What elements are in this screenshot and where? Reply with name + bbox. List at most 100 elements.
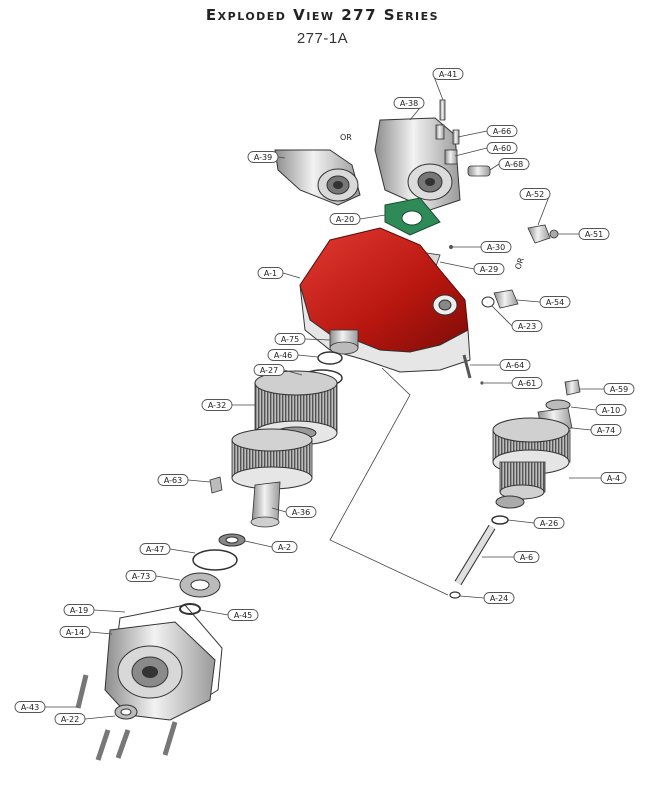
or-label-pump: OR (340, 133, 352, 142)
part-callout-a-45: A-45 (199, 609, 259, 621)
part-number-label: A-10 (602, 406, 620, 415)
part-callout-a-61: A-61 (484, 377, 543, 389)
leader-line (283, 369, 303, 376)
part-number-label: A-4 (607, 474, 620, 483)
pump-part-a39 (274, 149, 361, 206)
gear-shaft-a36 (231, 428, 313, 528)
callout-box (14, 701, 46, 713)
leader-line (155, 575, 181, 581)
cover-a14 (104, 604, 223, 721)
part-number-label: A-66 (493, 127, 511, 136)
callout-box (227, 609, 259, 621)
callout-box (600, 472, 627, 484)
part-number-label: A-20 (336, 215, 354, 224)
callout-box (271, 541, 298, 553)
callout-box (498, 158, 530, 170)
leader-line (537, 193, 551, 226)
callout-box (432, 68, 464, 80)
callout-box (511, 320, 543, 332)
callout-box (595, 404, 627, 416)
part-callout-a-32: A-32 (201, 399, 256, 411)
leader-line (297, 354, 319, 358)
part-number-label: A-61 (518, 379, 536, 388)
part-callout-a-19: A-19 (63, 604, 126, 616)
callout-box (519, 188, 551, 200)
callout-box (247, 151, 279, 163)
leader-line (89, 631, 113, 635)
housing-a1 (299, 227, 471, 373)
pin-a64-a61 (462, 354, 484, 385)
leader-line (454, 147, 488, 157)
part-number-label: A-75 (281, 335, 299, 344)
leader-line (277, 156, 286, 159)
gasket-a20 (384, 197, 441, 236)
leader-line (570, 406, 597, 411)
part-callout-a-14: A-14 (59, 626, 113, 638)
part-callout-a-66: A-66 (457, 125, 518, 138)
callout-box (63, 604, 95, 616)
callout-box (603, 383, 635, 395)
model-subtitle: 277-1A (296, 30, 349, 47)
part-callout-a-22: A-22 (54, 713, 116, 725)
part-number-label: A-22 (61, 715, 79, 724)
callout-box (499, 359, 531, 371)
part-number-label: A-38 (400, 99, 418, 108)
page-title: Exploded View 277 Series (205, 6, 440, 24)
part-callout-a-74: A-74 (571, 424, 622, 436)
part-number-label: A-60 (493, 144, 511, 153)
part-number-label: A-52 (526, 190, 544, 199)
leader-line (244, 540, 273, 548)
part-number-label: A-36 (292, 508, 310, 517)
part-number-label: A-23 (518, 322, 536, 331)
leader-line (282, 272, 301, 279)
part-number-label: A-43 (21, 703, 39, 712)
fittings-a51-a52-a54-a23 (481, 224, 559, 309)
part-callout-a-10: A-10 (570, 404, 627, 416)
callout-box (486, 125, 518, 137)
callout-box (201, 399, 233, 411)
part-callout-a-38: A-38 (393, 97, 425, 121)
part-number-label: A-29 (480, 265, 498, 274)
callout-box (480, 241, 512, 253)
callout-box (486, 142, 518, 154)
fittings-a60-a66-a68 (444, 129, 491, 177)
callout-box (59, 626, 91, 638)
callout-box (139, 543, 171, 555)
part-number-label: A-39 (254, 153, 272, 162)
part-number-label: A-47 (146, 545, 164, 554)
part-number-label: A-51 (585, 230, 603, 239)
part-callout-a-46: A-46 (267, 349, 319, 361)
part-callout-a-59: A-59 (580, 383, 635, 395)
part-callout-a-24: A-24 (459, 592, 515, 604)
callout-box (590, 424, 622, 436)
hub-a75 (329, 329, 359, 355)
part-callout-a-26: A-26 (507, 517, 565, 529)
leader-line (457, 130, 488, 138)
callout-box (157, 474, 189, 486)
leader-line (571, 427, 592, 431)
part-number-label: A-73 (132, 572, 150, 581)
part-callout-a-29: A-29 (439, 261, 505, 275)
part-number-label: A-68 (505, 160, 523, 169)
callout-box (513, 551, 540, 563)
callout-box (578, 228, 610, 240)
part-callout-a-6: A-6 (482, 551, 540, 563)
leader-line (359, 214, 386, 220)
callout-box (285, 506, 317, 518)
part-callout-a-20: A-20 (329, 213, 386, 225)
pump-part-a38 (374, 99, 461, 211)
leader-line (507, 519, 535, 524)
callout-box (539, 296, 571, 308)
part-callout-a-68: A-68 (489, 158, 530, 171)
callout-box (329, 213, 361, 225)
part-callout-a-4: A-4 (569, 472, 627, 484)
gear-cluster-a4 (491, 379, 581, 525)
assembly-guide-line (329, 367, 449, 596)
leader-line (84, 715, 116, 720)
part-number-label: A-19 (70, 606, 88, 615)
leader-line (199, 609, 229, 616)
part-callout-a-52: A-52 (519, 188, 551, 226)
leader-line (459, 595, 485, 599)
part-callout-a-23: A-23 (491, 305, 543, 332)
leader-line (187, 479, 211, 483)
